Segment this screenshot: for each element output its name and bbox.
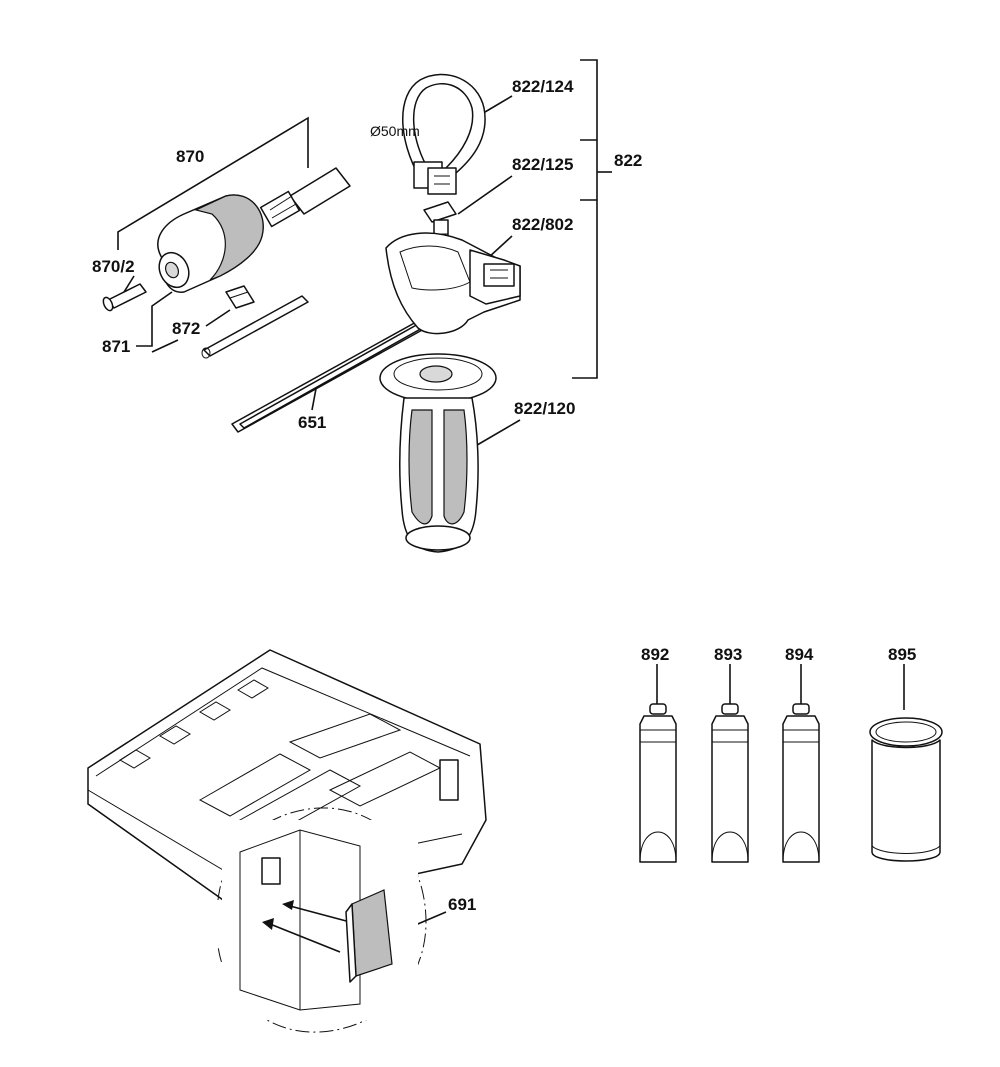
label-822-120: 822/120 <box>514 399 575 418</box>
label-691: 691 <box>448 895 476 914</box>
label-892: 892 <box>641 645 669 664</box>
label-870-2: 870/2 <box>92 257 135 276</box>
label-822-802: 822/802 <box>512 215 573 234</box>
label-895: 895 <box>888 645 916 664</box>
label-diameter: Ø50mm <box>370 123 420 139</box>
label-822-124: 822/124 <box>512 77 574 96</box>
label-870: 870 <box>176 147 204 166</box>
grease-tube-892 <box>639 703 677 863</box>
label-822: 822 <box>614 151 642 170</box>
label-822-125: 822/125 <box>512 155 573 174</box>
grease-container-895 <box>869 717 943 862</box>
part-labels: 822/124 Ø50mm 822/125 822 822/802 822/12… <box>92 77 916 914</box>
label-872: 872 <box>172 319 200 338</box>
label-894: 894 <box>785 645 814 664</box>
grease-tube-893 <box>711 703 749 863</box>
grease-tube-894 <box>782 703 820 863</box>
auxiliary-handle-assembly <box>379 73 521 553</box>
label-651: 651 <box>298 413 326 432</box>
carrying-case <box>87 649 487 1033</box>
label-893: 893 <box>714 645 742 664</box>
label-871: 871 <box>102 337 130 356</box>
drill-chuck-assembly <box>102 167 351 359</box>
